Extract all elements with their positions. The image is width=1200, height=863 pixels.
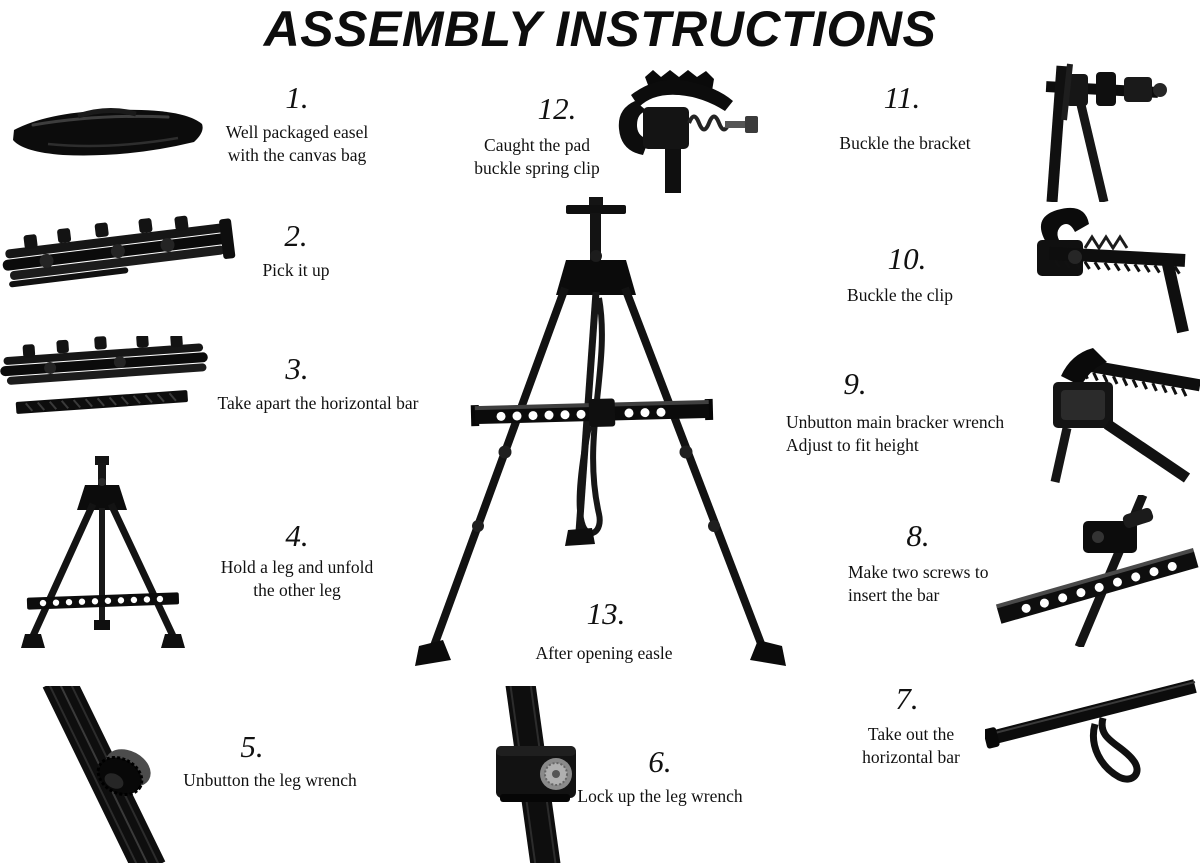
- step-10-clip-image: [1037, 207, 1189, 334]
- step-2-folded-easel-image: [2, 215, 236, 288]
- step-5-caption: Unbutton the leg wrench: [183, 770, 357, 790]
- step-1-caption: Well packaged easel with the canvas bag: [225, 122, 369, 165]
- step-2-number: 2.: [284, 218, 308, 253]
- step-5-number: 5.: [240, 729, 264, 764]
- step-4-number: 4.: [285, 518, 309, 553]
- step-9-number: 9.: [843, 366, 867, 401]
- step-13-number: 13.: [586, 596, 626, 631]
- page-title: ASSEMBLY INSTRUCTIONS: [263, 1, 937, 57]
- step-1-number: 1.: [285, 80, 309, 115]
- step-2-caption: Pick it up: [262, 260, 330, 280]
- step-7-caption: Take out the horizontal bar: [862, 724, 960, 767]
- step-11-caption: Buckle the bracket: [839, 133, 971, 153]
- step-11-number: 11.: [883, 80, 921, 115]
- step-9-main-bracket-wrench-image: [1050, 348, 1200, 483]
- step-7-number: 7.: [895, 681, 919, 716]
- step-3-detached-bar-image: [0, 336, 208, 414]
- step-4-caption: Hold a leg and unfold the other leg: [220, 557, 374, 600]
- step-8-insert-bar-image: [995, 495, 1199, 647]
- step-4-unfolded-easel-image: [21, 456, 185, 648]
- step-13-caption: After opening easle: [535, 643, 673, 663]
- step-7-horizontal-bar-image: [985, 679, 1197, 783]
- step-9-caption: Unbutton main bracker wrench Adjust to f…: [786, 412, 1005, 455]
- step-12-number: 12.: [537, 91, 577, 126]
- step-13-opened-easel-image: [415, 197, 786, 666]
- step-10-number: 10.: [887, 241, 927, 276]
- step-1-packed-bag-image: [13, 108, 203, 156]
- step-8-number: 8.: [906, 518, 930, 553]
- step-5-leg-wrench-image: [42, 686, 166, 863]
- step-12-spring-clip-image: [618, 70, 758, 193]
- step-10-caption: Buckle the clip: [847, 285, 953, 305]
- step-6-leg-wrench-locked-image: [496, 686, 576, 863]
- step-11-bracket-image: [1045, 63, 1167, 202]
- step-8-caption: Make two screws to insert the bar: [848, 562, 989, 605]
- step-3-caption: Take apart the horizontal bar: [217, 393, 419, 413]
- step-3-number: 3.: [285, 351, 309, 386]
- step-6-number: 6.: [648, 744, 672, 779]
- step-6-caption: Lock up the leg wrench: [577, 786, 743, 806]
- step-12-caption: Caught the pad buckle spring clip: [474, 135, 600, 178]
